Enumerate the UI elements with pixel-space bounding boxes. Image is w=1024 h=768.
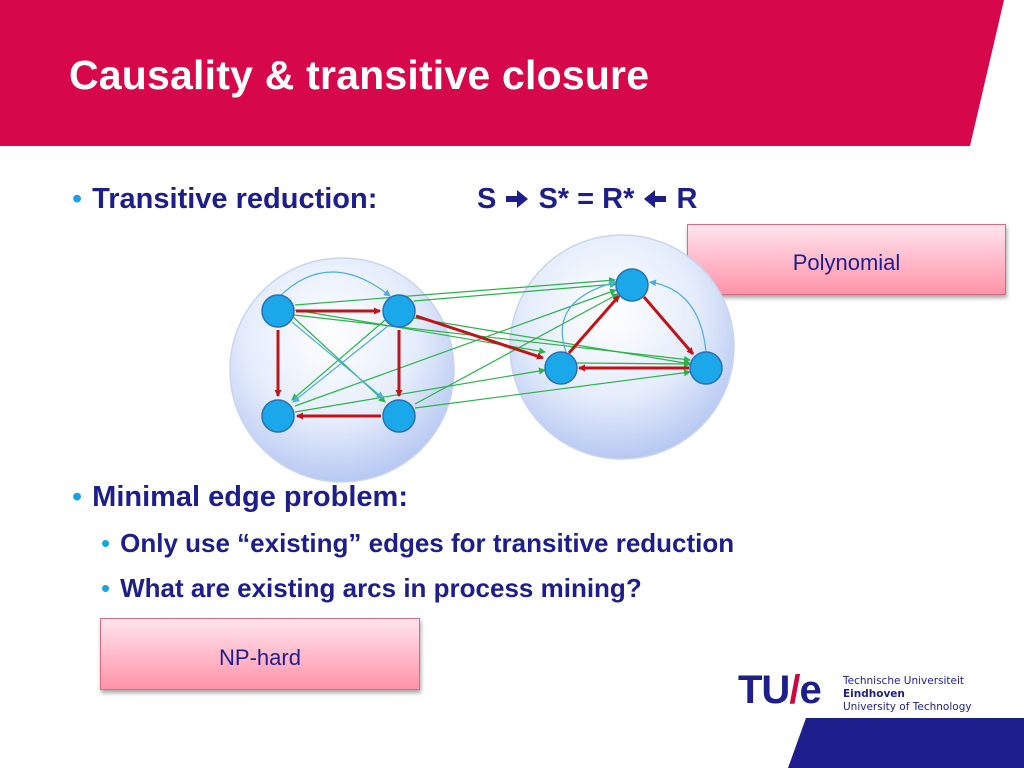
university-name: Technische Universiteit Eindhoven Univer… [843,675,972,714]
formula-middle: S* = R* [538,183,635,215]
left-cluster [229,257,455,483]
green-edges [291,276,692,413]
graph-node [261,294,295,328]
sub-bullet-label: Only use “existing” edges for transitive… [120,528,735,558]
graph-node [382,399,416,433]
graph-node [382,294,416,328]
bullet-label: Transitive reduction: [92,183,378,215]
red-edges [274,295,695,420]
bullet-transitive-reduction: • Transitive reduction: [72,183,377,216]
logo-line-1: Technische Universiteit [843,675,965,687]
formula: S S* = R* R [477,183,697,216]
bullet-dot: • [72,481,83,513]
graph-node [689,351,723,385]
logo-e: e [799,668,821,712]
slide-title: Causality & transitive closure [69,52,650,98]
sub-bullet-label: What are existing arcs in process mining… [120,573,642,603]
graph-node [261,399,295,433]
right-arrow-icon [506,190,529,208]
blue-edges [279,271,707,403]
sub-bullet-dot: • [101,528,111,558]
bullet-minimal-edge-problem: • Minimal edge problem: [72,481,408,514]
logo-tu: TU [738,668,790,712]
formula-s: S [477,183,497,215]
polynomial-box: Polynomial [687,224,1006,295]
logo-line-2: Eindhoven [843,688,905,700]
graph-node [544,351,578,385]
logo-slash: / [789,668,800,712]
left-arrow-icon [644,190,667,208]
logo-line-3: University of Technology [843,701,972,713]
formula-r: R [676,183,698,215]
sub-bullet-existing-arcs: • What are existing arcs in process minin… [101,573,642,604]
graph-node [615,268,649,302]
bullet-label: Minimal edge problem: [92,481,408,513]
bullet-dot: • [72,183,83,215]
np-hard-box: NP-hard [100,618,420,690]
sub-bullet-dot: • [101,573,111,603]
graph-nodes [261,268,723,433]
sub-bullet-existing-edges: • Only use “existing” edges for transitiv… [101,528,734,559]
tue-logo: TU/e [738,668,822,713]
header-band [0,0,1004,146]
